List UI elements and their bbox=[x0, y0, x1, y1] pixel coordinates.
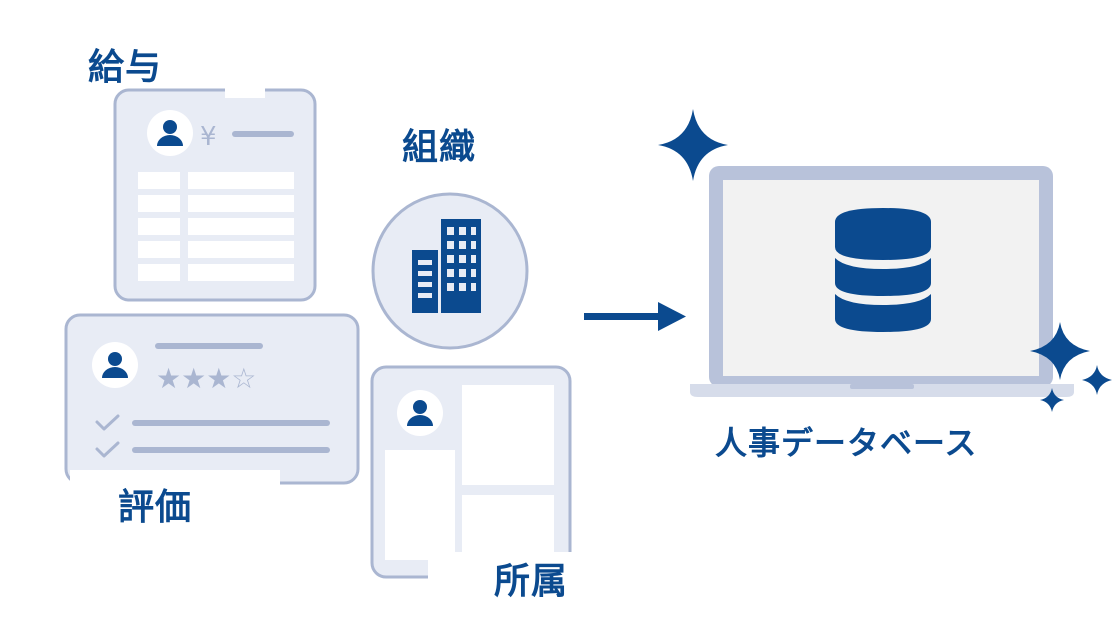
sparkle-icon bbox=[658, 109, 728, 181]
sparkle-icon bbox=[1030, 322, 1090, 380]
person-icon bbox=[397, 390, 443, 436]
affiliation-card bbox=[370, 365, 578, 582]
building-icon bbox=[412, 219, 481, 313]
salary-label: 給与 bbox=[88, 47, 163, 88]
database-icon bbox=[835, 208, 931, 332]
database-label: 人事データベース bbox=[715, 424, 978, 462]
affiliation-label: 所属 bbox=[494, 561, 569, 602]
organization-circle bbox=[371, 192, 529, 350]
organization-label: 組織 bbox=[402, 127, 477, 168]
org-chart bbox=[385, 385, 554, 565]
criteria-line bbox=[132, 420, 330, 426]
check-icon bbox=[95, 414, 120, 431]
laptop-icon bbox=[690, 166, 1074, 397]
evaluator-name-line bbox=[155, 343, 263, 349]
sparkle-icon bbox=[1040, 388, 1064, 412]
evaluation-label: 評価 bbox=[118, 487, 193, 528]
currency-symbol: ¥ bbox=[200, 122, 217, 152]
sparkle-icon bbox=[1082, 365, 1112, 395]
salary-amount-line bbox=[232, 131, 294, 137]
check-icon bbox=[95, 441, 120, 458]
rating-stars: ★★★☆ bbox=[156, 362, 256, 395]
person-icon bbox=[147, 110, 193, 156]
arrow-icon bbox=[584, 302, 686, 331]
person-icon bbox=[92, 342, 138, 388]
salary-table bbox=[138, 172, 294, 281]
evaluation-card: ★★★☆ bbox=[64, 313, 360, 490]
salary-card: ¥ bbox=[113, 84, 317, 302]
criteria-line bbox=[132, 447, 330, 453]
